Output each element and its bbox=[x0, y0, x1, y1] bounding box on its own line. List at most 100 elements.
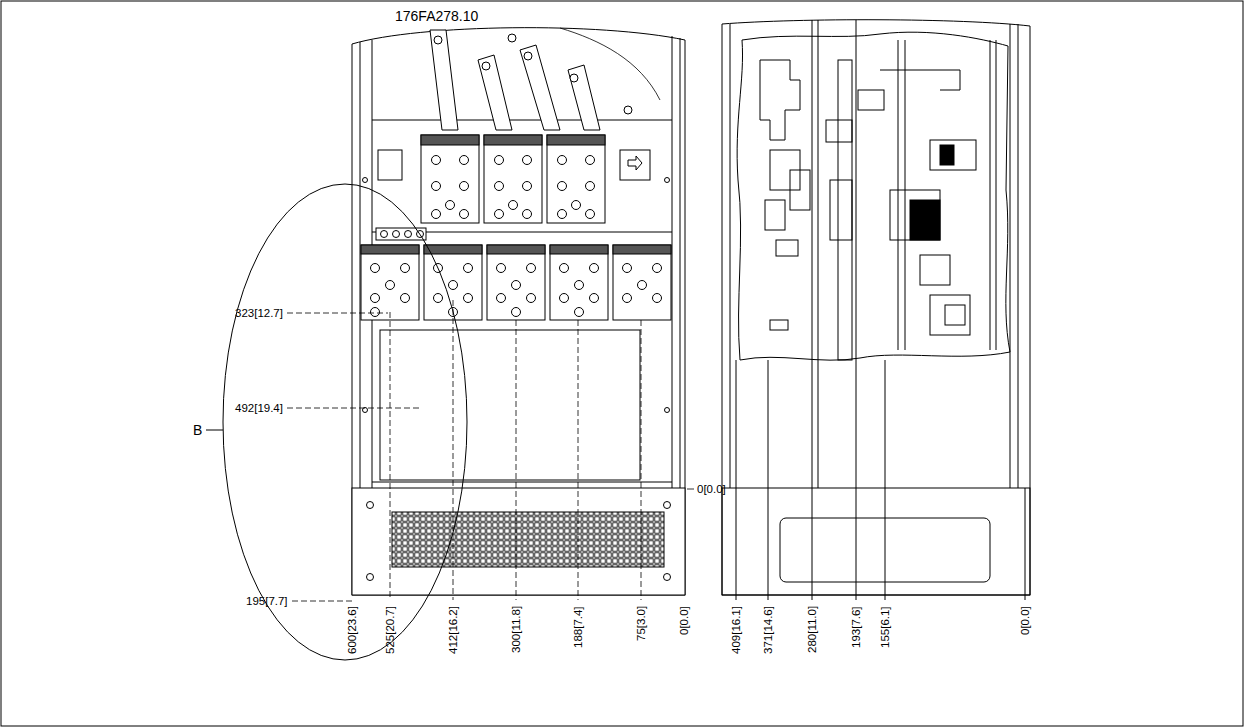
detail-label: B bbox=[193, 422, 202, 438]
terminal-block bbox=[432, 182, 441, 191]
terminal-block bbox=[432, 210, 441, 219]
terminal-block bbox=[361, 228, 671, 320]
terminal-block bbox=[509, 201, 518, 210]
dimension-label: 300[11.8] bbox=[510, 606, 523, 653]
terminal-block bbox=[550, 245, 608, 320]
dimension-label: 0[0.0] bbox=[697, 483, 726, 496]
terminal-block bbox=[523, 210, 532, 219]
dimension-line bbox=[287, 300, 694, 601]
dimension-label: 0[0.0] bbox=[678, 606, 691, 635]
side-cabinet bbox=[1010, 24, 1011, 488]
busbar bbox=[524, 52, 532, 60]
dimension-line bbox=[453, 300, 454, 600]
terminal-block bbox=[381, 231, 388, 238]
dimension-line bbox=[687, 489, 694, 490]
side-cabinet bbox=[818, 20, 819, 488]
terminal-block bbox=[393, 231, 400, 238]
cutaway-view bbox=[858, 90, 884, 110]
terminal-block bbox=[464, 294, 473, 303]
dimension-label: 193[7.6] bbox=[850, 606, 863, 648]
cutaway-view bbox=[737, 32, 1010, 360]
terminal-block bbox=[560, 294, 569, 303]
cutaway-view bbox=[760, 60, 800, 140]
terminal-block bbox=[495, 210, 504, 219]
terminal-block bbox=[558, 210, 567, 219]
cutaway-view bbox=[737, 32, 1010, 360]
cutaway-view bbox=[905, 40, 906, 350]
terminal-block bbox=[527, 294, 536, 303]
dimension-line bbox=[292, 601, 352, 602]
terminal-block bbox=[434, 294, 443, 303]
cutaway-view bbox=[930, 140, 976, 170]
side-cabinet bbox=[1018, 24, 1019, 488]
terminal-block bbox=[653, 264, 662, 273]
terminal-block bbox=[558, 156, 567, 165]
plinth-grille bbox=[392, 512, 664, 567]
terminal-block bbox=[446, 201, 455, 210]
busbar bbox=[434, 36, 442, 44]
terminal-block bbox=[460, 156, 469, 165]
front-cabinet bbox=[352, 28, 685, 595]
cutaway-view bbox=[880, 70, 960, 90]
cutaway-view bbox=[790, 170, 810, 210]
busbar bbox=[520, 45, 560, 130]
dimension-line bbox=[287, 313, 388, 314]
cutaway-view bbox=[898, 40, 899, 350]
terminal-block bbox=[432, 156, 441, 165]
front-cabinet bbox=[378, 150, 402, 180]
dimension-line bbox=[516, 320, 517, 600]
cutaway-view bbox=[770, 320, 788, 330]
busbar bbox=[482, 62, 490, 70]
terminal-block bbox=[495, 182, 504, 191]
terminal-block bbox=[547, 135, 605, 145]
cutaway-view bbox=[910, 200, 940, 240]
busbar bbox=[430, 30, 458, 130]
terminal-block bbox=[460, 182, 469, 191]
terminal-block bbox=[484, 135, 542, 223]
front-cabinet bbox=[680, 38, 681, 488]
front-cabinet bbox=[372, 120, 672, 121]
terminal-block bbox=[575, 281, 584, 290]
terminal-block bbox=[560, 264, 569, 273]
terminal-block bbox=[590, 264, 599, 273]
side-cabinet bbox=[722, 20, 1030, 600]
dimension-label: 600[23.6] bbox=[346, 606, 359, 654]
terminal-block bbox=[371, 294, 380, 303]
side-cabinet bbox=[856, 20, 857, 600]
dimension-label: 188[7.4] bbox=[572, 606, 585, 648]
dimension-label: 0[0.0] bbox=[1019, 606, 1032, 635]
dimension-line bbox=[390, 312, 391, 600]
terminal-block bbox=[484, 135, 542, 145]
terminal-block bbox=[590, 294, 599, 303]
front-cabinet bbox=[628, 156, 642, 170]
busbar bbox=[568, 65, 600, 130]
terminal-block bbox=[424, 245, 482, 254]
terminal-block bbox=[613, 245, 671, 320]
terminal-block bbox=[460, 210, 469, 219]
cutaway-view bbox=[940, 145, 954, 165]
side-cabinet bbox=[1025, 488, 1026, 600]
front-cabinet bbox=[360, 42, 361, 488]
terminal-block bbox=[376, 228, 426, 240]
terminal-block bbox=[401, 294, 410, 303]
front-cabinet bbox=[620, 150, 650, 180]
terminal-block bbox=[586, 182, 595, 191]
terminal-block bbox=[487, 245, 545, 254]
cutaway-view bbox=[765, 200, 785, 230]
side-cabinet bbox=[885, 360, 886, 600]
terminal-block bbox=[371, 308, 380, 317]
side-cabinet bbox=[812, 20, 813, 600]
terminal-block bbox=[495, 156, 504, 165]
terminal-block bbox=[558, 182, 567, 191]
terminal-block bbox=[421, 135, 479, 223]
dimension-label: 155[6.1] bbox=[879, 606, 892, 648]
front-cabinet bbox=[665, 178, 670, 183]
dimension-label: 492[19.4] bbox=[235, 402, 283, 415]
cutaway-view bbox=[945, 305, 965, 325]
front-cabinet bbox=[672, 36, 673, 488]
terminal-block bbox=[572, 201, 581, 210]
busbar bbox=[430, 30, 632, 130]
terminal-block bbox=[523, 182, 532, 191]
plinth-grille bbox=[352, 488, 685, 595]
